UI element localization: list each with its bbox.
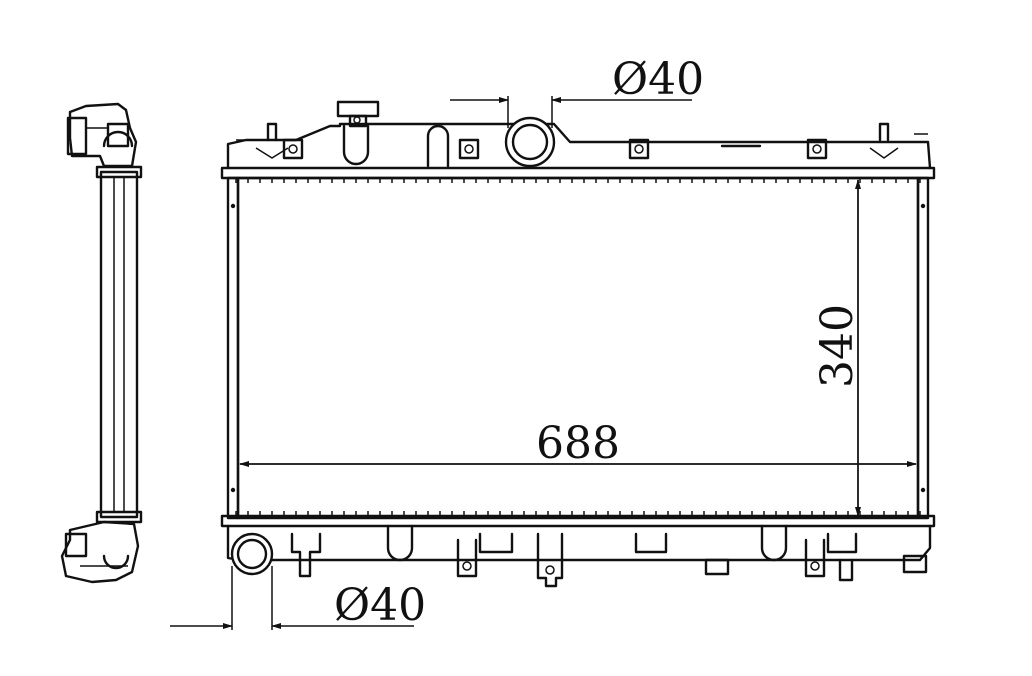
bottom-header-teeth <box>235 511 921 516</box>
core-side-left <box>226 176 240 520</box>
dimension-top-pipe: Ø40 <box>450 54 704 128</box>
top-header-plate <box>220 166 936 180</box>
bottom-bracket-2 <box>456 538 478 578</box>
radiator-cap <box>336 100 380 118</box>
tank-bulge <box>426 124 450 168</box>
top-bracket-4 <box>806 138 828 160</box>
bottom-header-plate <box>220 514 936 528</box>
top-pipe-diameter-label: Ø40 <box>612 54 704 105</box>
bottom-bracket-4 <box>634 532 668 554</box>
side-bottom-tank <box>60 520 140 584</box>
front-view <box>220 100 936 588</box>
dimension-height: 340 <box>812 179 863 517</box>
top-tank <box>226 122 932 170</box>
bottom-pipe-diameter-label: Ø40 <box>334 580 426 631</box>
side-core <box>99 170 139 519</box>
dimension-bottom-pipe: Ø40 <box>170 566 426 631</box>
top-bracket-2 <box>458 138 480 160</box>
bottom-bracket-5 <box>804 538 826 578</box>
core-side-right <box>916 176 930 520</box>
filler-neck <box>342 124 370 166</box>
bottom-bracket-1 <box>290 532 322 578</box>
dimension-width: 688 <box>239 418 917 469</box>
top-bracket-3 <box>628 138 650 160</box>
core-height-label: 340 <box>812 304 863 388</box>
bottom-tank <box>226 524 932 562</box>
bottom-bracket-3 <box>536 532 564 588</box>
top-pin-right <box>878 122 890 142</box>
side-view <box>60 102 143 584</box>
top-bracket-1 <box>282 138 304 160</box>
top-pin-left <box>266 122 278 142</box>
core-width-label: 688 <box>536 418 620 469</box>
